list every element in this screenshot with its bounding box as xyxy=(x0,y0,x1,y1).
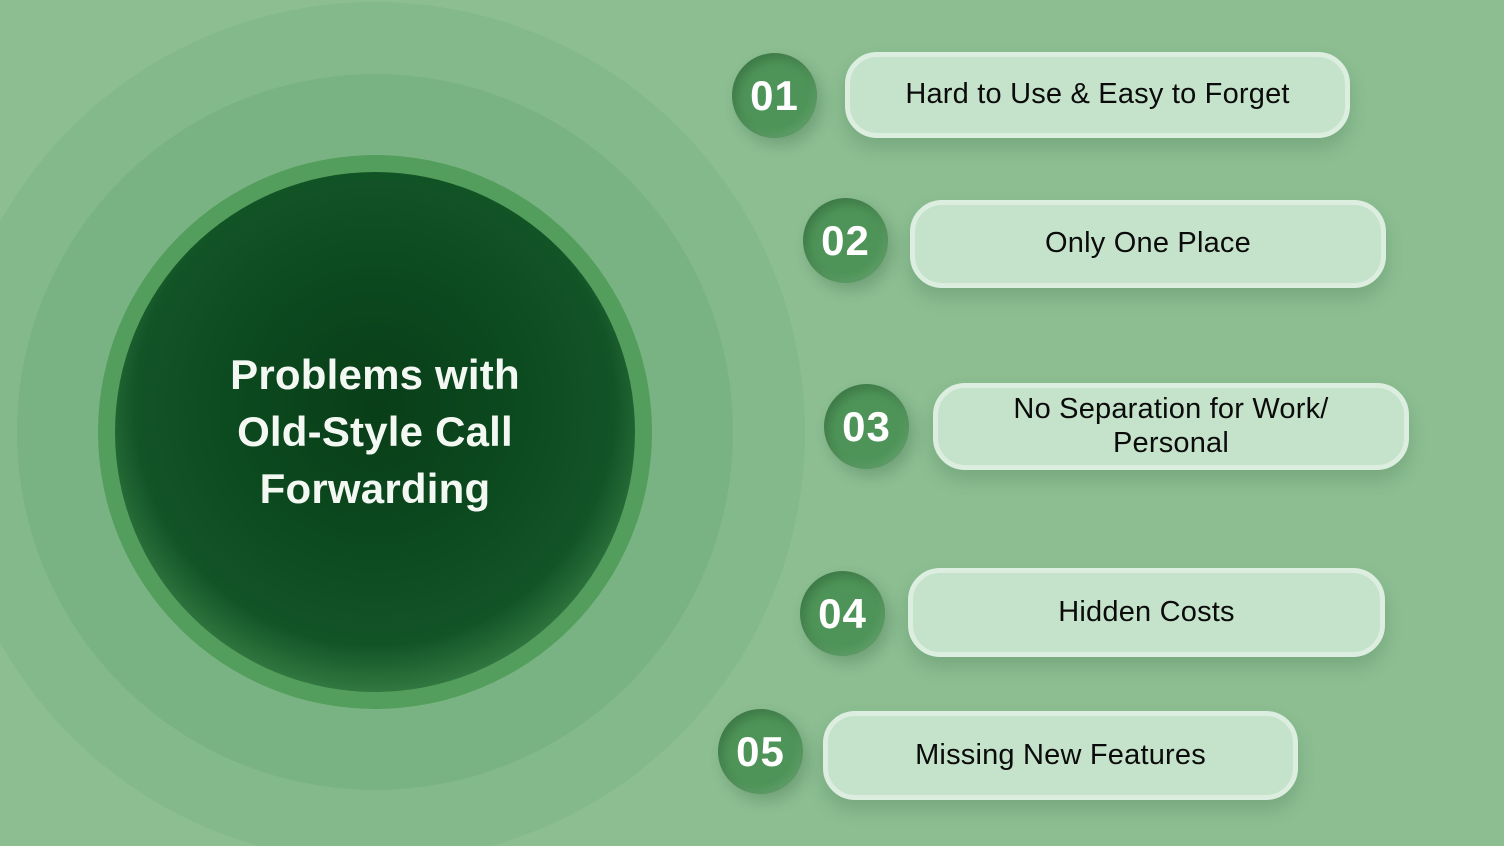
item-4-label: Hidden Costs xyxy=(1058,595,1235,628)
item-5-number-badge: 05 xyxy=(718,709,803,794)
item-5-label: Missing New Features xyxy=(915,738,1206,771)
item-3-pill: No Separation for Work/ Personal xyxy=(933,383,1409,470)
item-2-pill: Only One Place xyxy=(910,200,1386,288)
item-1-label: Hard to Use & Easy to Forget xyxy=(905,78,1290,111)
center-dark-circle xyxy=(115,172,635,692)
page-title: Problems with Old-Style Call Forwarding xyxy=(230,351,520,512)
item-3-number-badge: 03 xyxy=(824,384,909,469)
item-4-number-badge: 04 xyxy=(800,571,885,656)
item-5-pill: Missing New Features xyxy=(823,711,1298,800)
item-2-label: Only One Place xyxy=(1045,227,1251,260)
item-2-number-badge: 02 xyxy=(803,198,888,283)
item-3-label: No Separation for Work/ Personal xyxy=(1013,392,1329,459)
item-4-pill: Hidden Costs xyxy=(908,568,1385,657)
item-1-pill: Hard to Use & Easy to Forget xyxy=(845,52,1350,138)
item-1-number-badge: 01 xyxy=(732,53,817,138)
